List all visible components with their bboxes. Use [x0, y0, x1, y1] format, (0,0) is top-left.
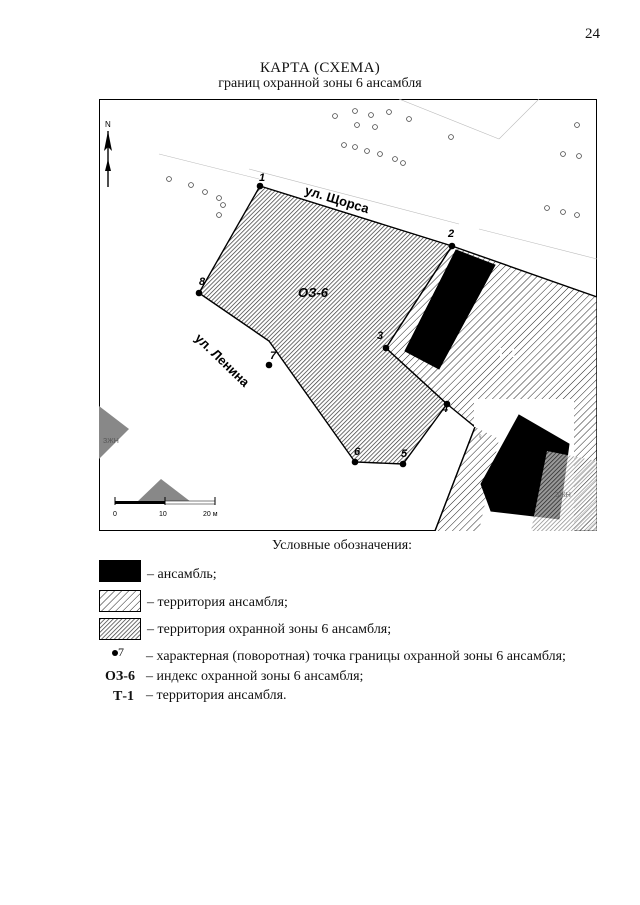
- legend-t-symbol: Т-1: [113, 689, 134, 704]
- legend-point-symbol: 7: [112, 645, 124, 660]
- map-scheme: ЗЖН ЗЖН ♀ 1 2 3 4 5 6 7 8 ул. Щорса ул. …: [99, 99, 597, 531]
- grey-area-left: [99, 406, 129, 459]
- legend-zone: – территория охранной зоны 6 ансамбля;: [147, 622, 392, 637]
- svg-text:10: 10: [159, 511, 167, 518]
- north-arrow-icon: N: [104, 120, 112, 187]
- point-label-2: 2: [447, 228, 454, 240]
- territory-index-label: Т-1: [497, 345, 517, 360]
- map-subtitle: границ охранной зоны 6 ансамбля: [218, 76, 422, 91]
- point-label-7: 7: [270, 350, 277, 362]
- trees: [166, 108, 582, 218]
- legend-t: – территория ансамбля.: [146, 688, 287, 703]
- point-label-3: 3: [377, 330, 383, 342]
- point-label-5: 5: [401, 448, 408, 460]
- point-label-1: 1: [259, 172, 265, 184]
- grey-area-bottom: [137, 479, 191, 502]
- zn-label-2: ЗЖН: [555, 492, 571, 499]
- legend-swatch-territory: [99, 590, 141, 612]
- legend-index-symbol: ОЗ-6: [105, 669, 135, 684]
- legend-ensemble: – ансамбль;: [147, 567, 217, 582]
- svg-text:0: 0: [113, 511, 117, 518]
- page-number: 24: [585, 26, 600, 42]
- scale-bar: 0 10 20 м: [113, 497, 218, 518]
- ensemble-building-1: [404, 249, 496, 370]
- svg-text:N: N: [105, 120, 111, 129]
- legend-swatch-ensemble: [99, 560, 141, 582]
- boundary-points: [195, 182, 456, 468]
- point-label-6: 6: [354, 446, 361, 458]
- legend-title: Условные обозначения:: [272, 538, 413, 553]
- legend-index: – индекс охранной зоны 6 ансамбля;: [146, 669, 364, 684]
- legend-territory: – территория ансамбля;: [147, 595, 288, 610]
- legend-point: – характерная (поворотная) точка границы…: [146, 649, 566, 664]
- point-label-4: 4: [441, 403, 448, 415]
- svg-text:♀: ♀: [477, 432, 483, 441]
- map-title: КАРТА (СХЕМА): [259, 60, 381, 76]
- point-dot-icon: [112, 650, 118, 657]
- svg-text:20 м: 20 м: [203, 511, 218, 518]
- point-label-8: 8: [199, 276, 206, 288]
- legend-swatch-zone: [99, 618, 141, 640]
- zn-label: ЗЖН: [103, 438, 119, 445]
- zone-index-label: ОЗ-6: [298, 285, 329, 300]
